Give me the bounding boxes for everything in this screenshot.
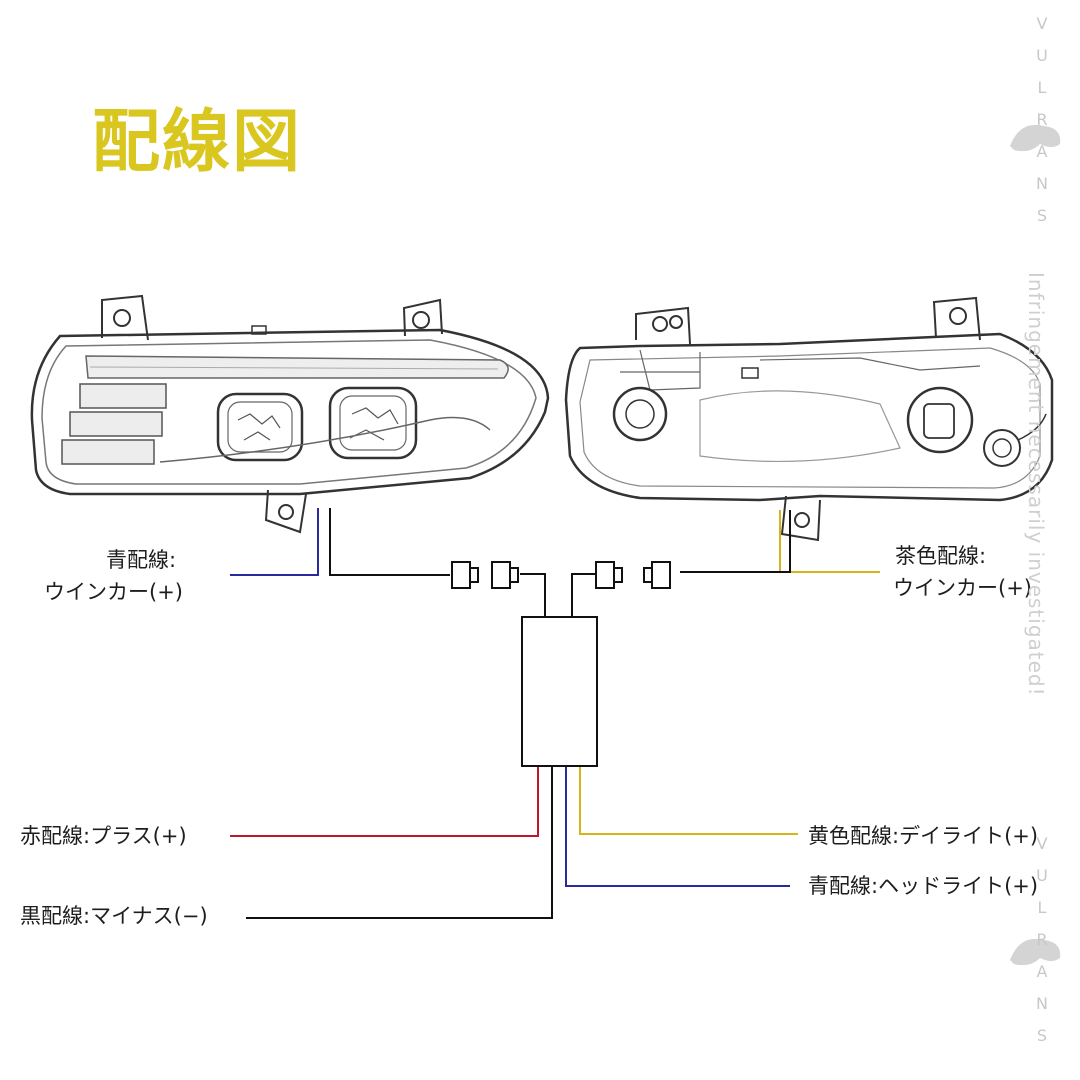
right-black-wire [680, 510, 791, 573]
watermark-logo [1010, 124, 1061, 966]
watermark-letters-bottom: V U L R A N S [1036, 834, 1048, 1045]
left-blue-wire-label-bottom: ウインカー(+) [44, 580, 183, 604]
blue-head-wire [565, 766, 790, 887]
red-wire-label: 赤配線:プラス(+) [20, 824, 187, 848]
left-blue-wire [230, 508, 319, 576]
connector-3 [595, 561, 623, 589]
left-blue-wire-label-top: 青配線: [106, 548, 177, 572]
connector-1 [451, 561, 479, 589]
watermark-letters-top: V U L R A N S [1036, 14, 1048, 225]
module-right-wire [571, 573, 596, 617]
yellow-wire [579, 766, 798, 835]
control-module-box [521, 616, 598, 767]
module-left-wire [520, 573, 546, 617]
left-fog-lamp-drawing [30, 294, 550, 534]
connectors [451, 561, 671, 589]
connector-2 [491, 561, 519, 589]
right-fog-lamp-drawing [564, 296, 1054, 542]
right-brown-wire-label-top: 茶色配線: [895, 544, 987, 568]
black-wire-label: 黒配線:マイナス(−) [20, 904, 208, 928]
yellow-wire-label: 黄色配線:デイライト(+) [808, 824, 1039, 848]
red-wire [230, 766, 539, 837]
wires [230, 508, 880, 919]
black-wire [246, 766, 553, 919]
blue-head-wire-label: 青配線:ヘッドライト(+) [808, 874, 1039, 898]
right-brown-wire-label-bottom: ウインカー(+) [893, 576, 1032, 600]
watermark-text: Infringement necessarily investigated! [1024, 272, 1048, 697]
connector-4 [643, 561, 671, 589]
watermark: V U L R A N S Infringement necessarily i… [1022, 14, 1058, 1074]
diagram-title: 配線図 [92, 103, 303, 182]
left-black-wire [329, 508, 450, 576]
